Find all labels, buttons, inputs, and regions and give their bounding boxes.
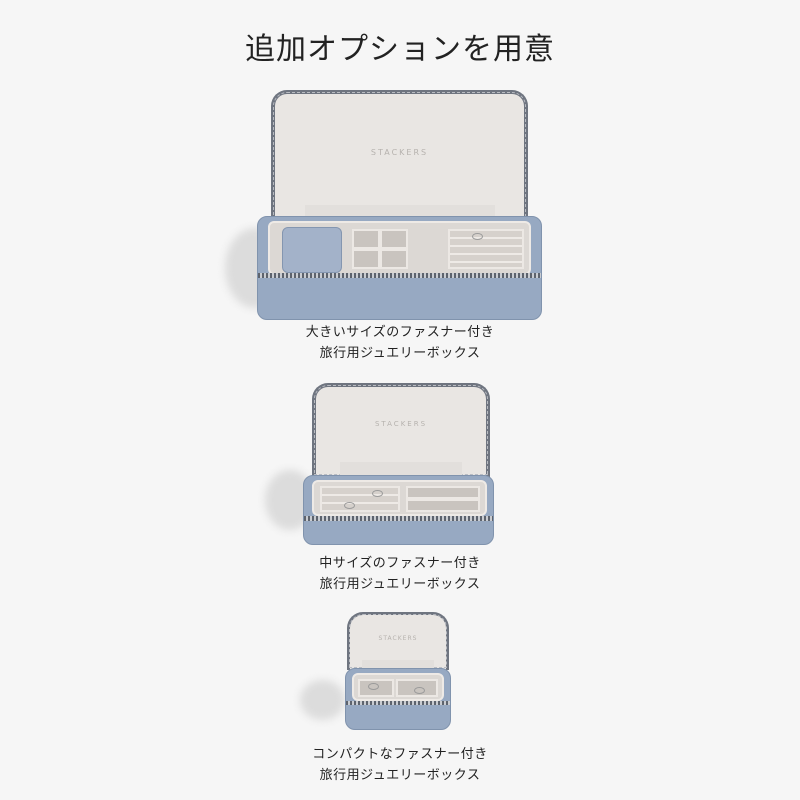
brand-logo: STACKERS [378, 635, 418, 642]
mini-case [282, 227, 342, 273]
compact-box-caption: コンパクトなファスナー付き 旅行用ジュエリーボックス [0, 744, 800, 786]
caption-line: 中サイズのファスナー付き [319, 556, 481, 571]
caption-line: 旅行用ジュエリーボックス [319, 768, 481, 783]
caption-line: 大きいサイズのファスナー付き [305, 325, 495, 340]
brand-logo: STACKERS [374, 420, 428, 428]
caption-line: 旅行用ジュエリーボックス [319, 577, 481, 592]
page-title: 追加オプションを用意 [245, 32, 555, 67]
brand-logo: STACKERS [370, 148, 429, 157]
medium-box-caption: 中サイズのファスナー付き 旅行用ジュエリーボックス [0, 553, 800, 595]
caption-line: 旅行用ジュエリーボックス [319, 346, 481, 361]
large-box-caption: 大きいサイズのファスナー付き 旅行用ジュエリーボックス [0, 322, 800, 364]
caption-line: コンパクトなファスナー付き [312, 747, 488, 762]
